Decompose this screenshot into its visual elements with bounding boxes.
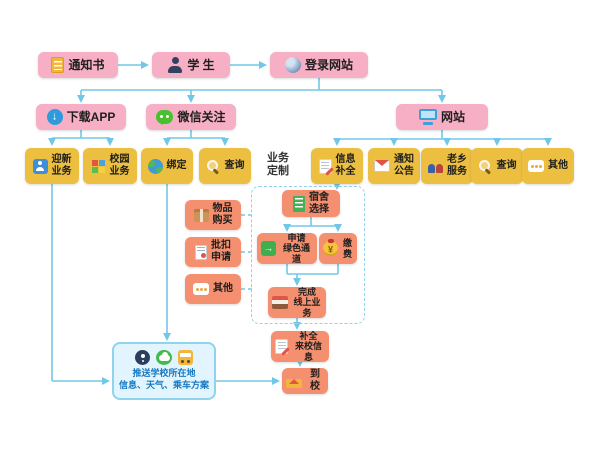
building-icon [293,195,305,212]
hometown-service-label: 老乡 服务 [447,154,467,177]
dots-icon [193,283,209,295]
query-wechat-node: 查询 [199,148,251,184]
push-info-box: 推送学校所在地 信息、天气、乘车方案 [112,342,216,400]
search-icon [206,159,221,174]
welcome-icon [32,158,48,174]
weather-icon [156,350,172,366]
package-icon [193,208,209,222]
download-app-node: 下载APP [36,104,126,130]
login-website-label: 登录网站 [304,57,353,72]
other-web-label: 其他 [548,160,568,172]
welcome-business-node: 迎新 业务 [25,148,79,184]
finish-online-label: 完成 线上业务 [293,286,321,318]
login-website-node: 登录网站 [270,52,368,78]
document-icon [51,57,65,73]
download-app-label: 下载APP [66,109,116,124]
business-custom-node: 业务 定制 [254,146,302,184]
other-business-node: 其他 [185,274,241,304]
push-info-icons [135,350,193,366]
wechat-icon [156,110,174,125]
campus-business-label: 校园 业务 [109,154,130,177]
fill-arrival-info-node: 补全 来校信息 [271,331,329,362]
notice-label: 通知书 [68,57,105,72]
batch-apply-node: 批扣 申请 [185,237,241,267]
website-node: 网站 [396,104,488,130]
bus-icon [178,350,193,366]
arrive-label: 到校 [310,369,320,392]
money-bag-icon [323,239,338,256]
people-icon [427,159,443,173]
batch-apply-label: 批扣 申请 [211,240,231,263]
pay-label: 缴费 [342,237,352,259]
other-web-node: 其他 [522,148,574,184]
location-icon [135,350,150,366]
dorm-select-node: 宿舍 选择 [282,190,340,217]
business-custom-label: 业务 定制 [267,152,289,177]
purchase-label: 物品 购买 [212,203,233,226]
welcome-business-label: 迎新 业务 [51,154,72,177]
bind-node: 绑定 [141,148,193,184]
student-node: 学 生 [152,52,230,78]
info-complete-label: 信息 补全 [335,154,356,177]
campus-business-node: 校园 业务 [83,148,137,184]
announcement-label: 通知 公告 [394,154,414,177]
hometown-service-node: 老乡 服务 [421,148,473,184]
fill-arrival-info-label: 补全 来校信息 [294,330,322,362]
school-icon [286,374,302,388]
green-channel-node: 申请 绿色通道 [257,233,317,264]
dots-icon [528,160,544,172]
student-label: 学 生 [187,57,215,72]
pay-node: 缴费 [319,233,357,264]
green-channel-label: 申请 绿色通道 [282,232,310,264]
query-web-label: 查询 [496,160,517,172]
apps-grid-icon [90,158,106,174]
download-icon [46,109,63,125]
notice-node: 通知书 [38,52,118,78]
arrive-node: 到校 [282,368,328,394]
globe-icon [284,57,301,73]
wechat-follow-node: 微信关注 [146,104,236,130]
other-business-label: 其他 [213,283,233,295]
green-channel-icon [261,241,276,256]
dorm-select-label: 宿舍 选择 [309,191,329,215]
query-web-node: 查询 [471,148,523,184]
mail-icon [374,160,390,172]
finish-online-node: 完成 线上业务 [268,287,326,318]
edit-icon [318,158,332,174]
announcement-node: 通知 公告 [368,148,420,184]
edit-icon [275,339,288,354]
info-complete-node: 信息 补全 [311,148,363,184]
bind-label: 绑定 [166,160,187,172]
earth-icon [147,158,163,174]
online-business-group [251,186,365,324]
form-icon [195,244,207,260]
wechat-follow-label: 微信关注 [177,109,226,124]
search-icon [478,159,493,174]
push-info-label: 推送学校所在地 信息、天气、乘车方案 [118,368,209,390]
books-icon [272,296,288,309]
student-icon [167,57,183,73]
website-label: 网站 [440,109,465,124]
query-wechat-label: 查询 [224,160,245,172]
purchase-node: 物品 购买 [185,200,241,230]
monitor-icon [418,109,437,125]
